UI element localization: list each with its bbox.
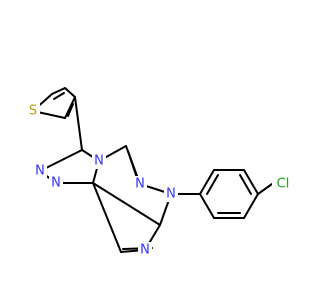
- double-bond: [53, 92, 65, 100]
- atom-N-pyrazole-2: N: [140, 243, 150, 258]
- molecule-structure: S N N N N N N Cl: [26, 87, 294, 258]
- atom-N-triazole-1: N: [35, 164, 45, 179]
- double-bond: [239, 174, 252, 195]
- bond: [243, 169, 259, 195]
- bond: [243, 193, 259, 219]
- atom-mask: [133, 176, 147, 192]
- bond: [64, 96, 76, 119]
- bond: [74, 96, 83, 151]
- atom-mask: [49, 175, 63, 191]
- atom-label-layer: S N N N N N N Cl: [26, 103, 294, 258]
- atom-mask: [138, 242, 152, 258]
- bond-layer: [32, 87, 273, 253]
- atom-N-bridgehead: N: [94, 154, 104, 169]
- atom-mask: [26, 103, 40, 119]
- atom-Cl: Cl: [277, 177, 290, 192]
- atom-S-thiophene: S: [29, 104, 37, 119]
- atom-mask: [92, 153, 106, 169]
- double-bond: [127, 150, 138, 179]
- bond: [51, 87, 66, 95]
- atom-mask: [164, 186, 178, 202]
- bond: [92, 182, 161, 226]
- bond: [64, 87, 76, 98]
- atom-mask: [33, 163, 47, 179]
- atom-N-pyrimidine: N: [135, 177, 145, 192]
- atom-N-pyrazole-aryl: N: [166, 187, 176, 202]
- bond: [257, 183, 273, 195]
- bond: [92, 182, 122, 253]
- double-bond: [206, 174, 219, 195]
- bond: [199, 193, 215, 219]
- bond: [199, 169, 215, 195]
- double-bond: [67, 103, 74, 117]
- atom-mask: [272, 176, 294, 192]
- atom-N-triazole-2: N: [51, 176, 61, 191]
